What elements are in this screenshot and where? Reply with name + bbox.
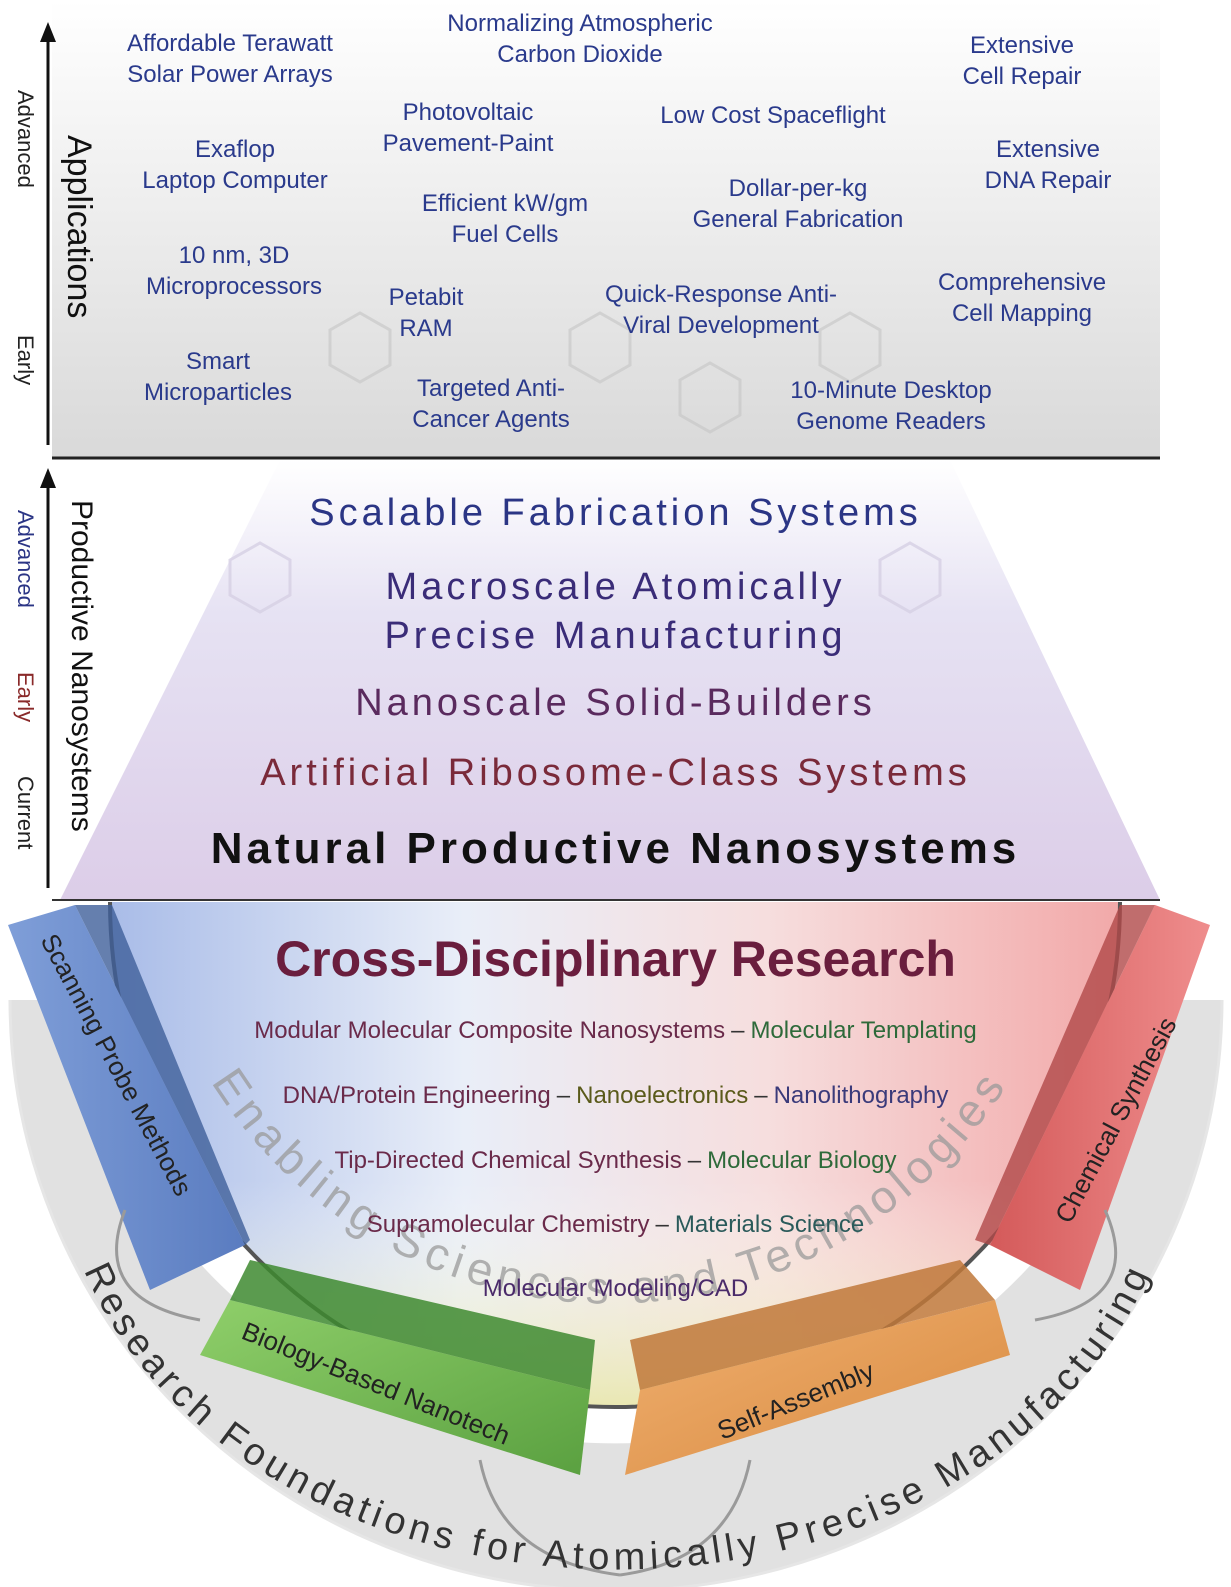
research-separator: – [687,1147,702,1174]
app-item: Smart Microparticles [143,348,293,406]
app-item: Comprehensive Cell Mapping [937,269,1107,327]
research-topic: Modular Molecular Composite Nanosystems [254,1017,726,1044]
app-item: Petabit RAM [388,284,464,342]
applications-level-advanced: Advanced [13,90,38,188]
research-separator: – [655,1211,669,1238]
research-separator: – [754,1082,768,1109]
research-row: Modular Molecular Composite Nanosystems–… [0,1017,1231,1045]
research-topic: Materials Science [674,1211,865,1238]
app-item: Normalizing Atmospheric Carbon Dioxide [447,10,713,68]
research-topic: DNA/Protein Engineering [282,1082,551,1109]
app-item: Low Cost Spaceflight [660,102,886,129]
app-item: Efficient kW/gm Fuel Cells [421,190,589,248]
research-row: Molecular Modeling/CAD [0,1275,1231,1303]
applications-axis-label: Applications [60,135,98,319]
research-topic: Nanoelectronics [576,1082,749,1109]
app-item: Quick-Response Anti- Viral Development [604,281,838,339]
research-separator: – [731,1017,745,1044]
research-topic: Molecular Biology [707,1147,897,1174]
applications-level-early: Early [13,335,38,386]
app-item: Extensive Cell Repair [962,32,1082,90]
app-item: 10 nm, 3D Microprocessors [145,242,323,300]
app-item: Dollar-per-kg General Fabrication [692,175,904,233]
app-item: Photovoltaic Pavement-Paint [382,99,554,157]
tier-macroscale-apm: Macroscale Atomically Precise Manufactur… [384,566,847,657]
research-topic: Molecular Modeling/CAD [482,1275,749,1302]
research-separator: – [556,1082,571,1109]
app-item: Targeted Anti- Cancer Agents [412,375,570,433]
research-row: DNA/Protein Engineering–Nanoelectronics–… [0,1082,1231,1110]
research-topic: Molecular Templating [750,1017,977,1044]
tier-artificial-ribosome: Artificial Ribosome-Class Systems [260,752,971,794]
tier-nanoscale-solid-builders: Nanoscale Solid-Builders [355,682,876,724]
research-title: Cross-Disciplinary Research [275,931,956,987]
app-item: Affordable Terawatt Solar Power Arrays [127,30,333,88]
app-item: Extensive DNA Repair [984,136,1112,194]
research-row: Tip-Directed Chemical Synthesis–Molecula… [0,1147,1231,1175]
research-topic: Tip-Directed Chemical Synthesis [334,1147,682,1174]
app-item: Exaflop Laptop Computer [142,136,328,194]
app-item: 10-Minute Desktop Genome Readers [790,377,992,435]
research-topic: Supramolecular Chemistry [366,1211,650,1238]
research-topic: Nanolithography [773,1082,949,1109]
research-row: Supramolecular Chemistry–Materials Scien… [0,1211,1231,1239]
tier-scalable-fabrication: Scalable Fabrication Systems [309,492,922,534]
tier-natural-productive: Natural Productive Nanosystems [210,824,1021,873]
